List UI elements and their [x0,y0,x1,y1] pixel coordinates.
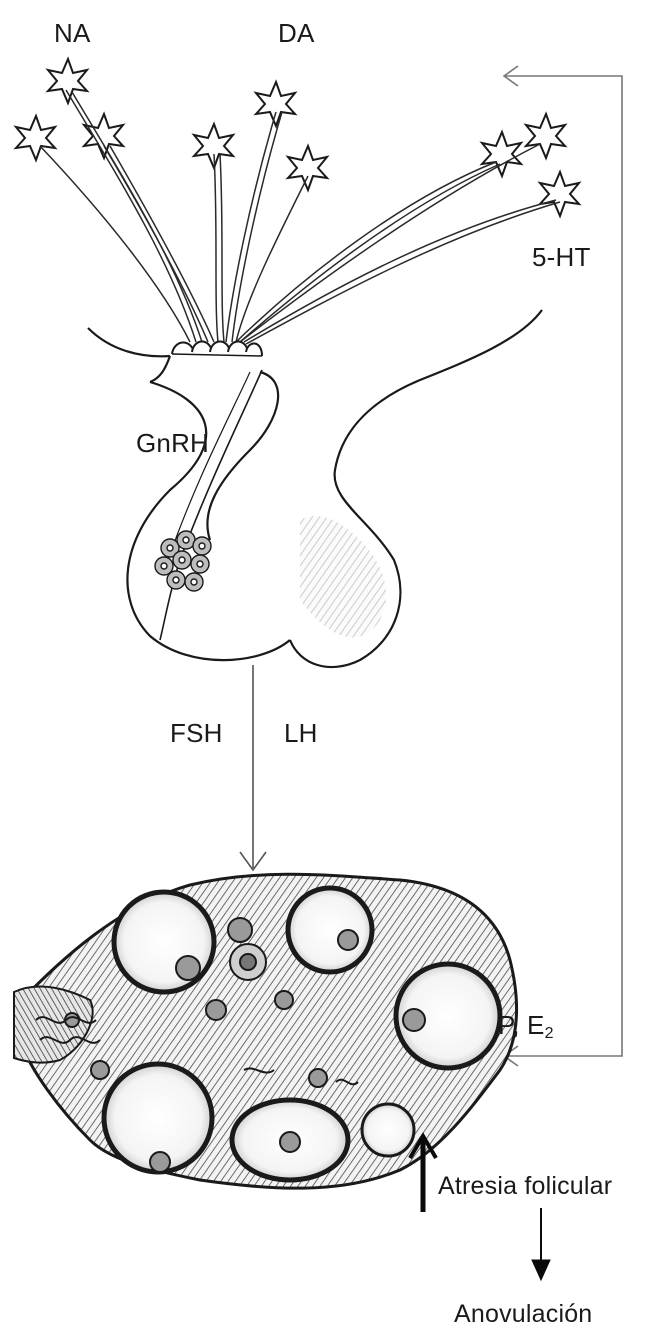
progesterone-estradiol-label: P, E2 [498,1012,554,1042]
ovary [14,874,517,1188]
median-eminence [172,342,262,357]
star-neuron-icon [540,172,579,216]
star-neuron-icon [256,82,295,126]
star-neuron-icon [48,59,87,103]
gnrh-label: GnRH [136,430,209,456]
star-neuron-icon [194,124,233,168]
pituitary-shading [300,516,386,637]
star-neuron-icon [526,114,565,158]
neuron-group-na [16,59,123,160]
serotonin-label: 5-HT [532,244,591,270]
da-label: DA [278,20,315,46]
gonadotropin-arrow [240,665,266,870]
atresia-label: Atresia folicular [438,1174,612,1199]
pe-text: P, E [498,1010,545,1040]
star-neuron-icon [288,146,327,190]
down-arrow-icon [532,1208,550,1280]
star-neuron-icon [16,116,55,160]
lh-label: LH [284,720,318,746]
estradiol-subscript: 2 [545,1025,554,1042]
na-label: NA [54,20,91,46]
neuron-group-da [194,82,327,190]
fsh-label: FSH [170,720,223,746]
gonadotroph-cluster [155,531,211,591]
anovulation-label: Anovulación [454,1302,592,1327]
